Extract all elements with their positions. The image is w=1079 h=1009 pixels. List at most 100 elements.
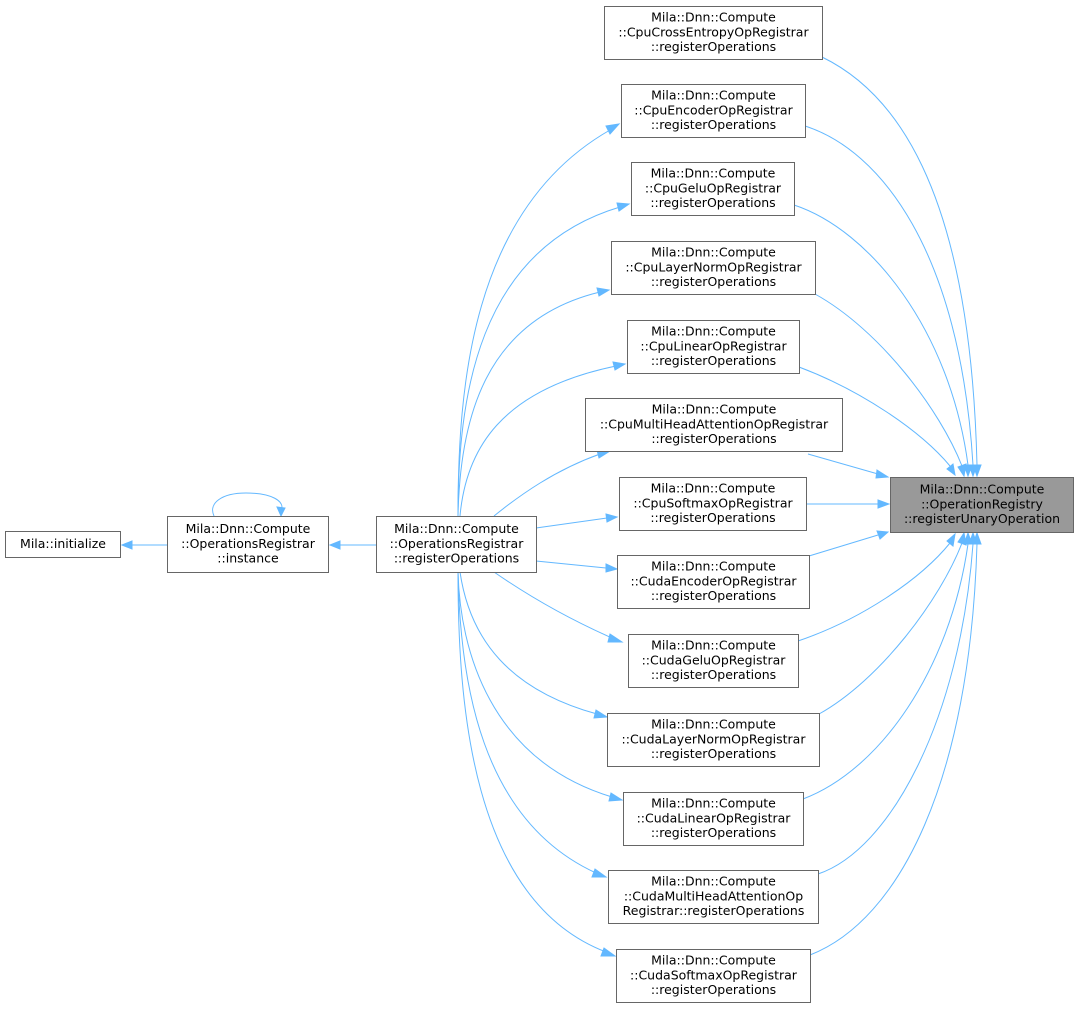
edge-line: [457, 571, 613, 798]
edge-line: [457, 571, 597, 874]
node-label-line: Mila::Dnn::Compute: [651, 10, 776, 25]
node-box: [376, 516, 537, 573]
edge-line: [804, 125, 974, 466]
edge-line: [493, 571, 613, 639]
edge-line: [807, 453, 879, 475]
node-label-line: ::registerOperations: [651, 274, 776, 289]
node-box: [608, 870, 819, 924]
node-label-line: ::CudaGeluOpRegistrar: [642, 652, 787, 667]
edge-cpu_enc-to-regops: [457, 123, 621, 517]
node-box: [621, 84, 806, 138]
node-label-line: ::registerOperations: [650, 510, 775, 525]
arrowhead-icon: [972, 531, 982, 545]
node-cpu_ce[interactable]: Mila::Dnn::Compute::CpuCrossEntropyOpReg…: [604, 6, 823, 60]
arrowhead-icon: [605, 563, 619, 573]
node-label-line: Mila::Dnn::Compute: [651, 481, 776, 496]
edge-target-to-cuda_sm: [809, 531, 982, 956]
node-label-line: ::registerOperations: [651, 667, 776, 682]
edge-cpu_sm-to-regops: [535, 513, 619, 529]
edge-cpu_gelu-to-regops: [457, 202, 631, 517]
edge-cuda_enc-to-regops: [535, 560, 619, 573]
node-cpu_gelu[interactable]: Mila::Dnn::Compute::CpuGeluOpRegistrar::…: [631, 162, 795, 216]
node-cpu_ln[interactable]: Mila::Dnn::Compute::CpuLayerNormOpRegist…: [611, 241, 816, 295]
node-label-line: ::CudaMultiHeadAttentionOp: [624, 888, 803, 903]
edge-line: [817, 543, 974, 875]
edge-cpu_ln-to-regops: [457, 287, 611, 517]
node-cuda_gelu[interactable]: Mila::Dnn::Compute::CudaGeluOpRegistrar:…: [628, 634, 799, 688]
edge-line: [798, 366, 951, 467]
edge-line: [797, 542, 951, 642]
arrowhead-icon: [946, 532, 956, 547]
arrowhead-icon: [276, 506, 286, 518]
node-label-line: ::registerOperations: [651, 588, 776, 603]
edge-line: [459, 571, 598, 715]
node-label-line: Mila::Dnn::Compute: [652, 402, 777, 417]
node-cuda_enc[interactable]: Mila::Dnn::Compute::CudaEncoderOpRegistr…: [617, 555, 810, 609]
arrowhead-icon: [608, 792, 624, 802]
node-box: [631, 162, 795, 216]
edge-line: [212, 492, 283, 517]
node-regops[interactable]: Mila::Dnn::Compute::OperationsRegistrar:…: [376, 516, 537, 573]
arrowhead-icon: [120, 540, 133, 550]
edge-target-to-cpu_mha: [807, 453, 890, 479]
node-label-line: Mila::Dnn::Compute: [651, 953, 776, 968]
node-label-line: ::registerOperations: [651, 117, 776, 132]
edge-target-to-cuda_ln: [818, 531, 967, 715]
edge-line: [814, 293, 963, 467]
node-initialize[interactable]: Mila::initialize: [5, 531, 121, 558]
node-label-line: ::registerOperations: [651, 825, 776, 840]
arrowhead-icon: [957, 463, 967, 478]
arrowhead-icon: [591, 868, 608, 878]
node-label-line: ::CudaSoftmaxOpRegistrar: [630, 967, 798, 982]
node-cpu_enc[interactable]: Mila::Dnn::Compute::CpuEncoderOpRegistra…: [621, 84, 806, 138]
node-box: [167, 516, 329, 573]
node-label-line: ::CpuSoftmaxOpRegistrar: [633, 495, 793, 510]
node-box: [623, 792, 804, 846]
arrowhead-icon: [607, 633, 624, 643]
node-label-line: ::CpuGeluOpRegistrar: [645, 180, 782, 195]
arrowhead-icon: [876, 530, 890, 540]
node-label-line: Mila::Dnn::Compute: [651, 638, 776, 653]
edge-line: [808, 534, 879, 557]
node-cpu_lin[interactable]: Mila::Dnn::Compute::CpuLinearOpRegistrar…: [627, 320, 800, 374]
node-label-line: ::CudaLinearOpRegistrar: [637, 810, 792, 825]
node-label-line: Mila::Dnn::Compute: [651, 796, 776, 811]
node-instance[interactable]: Mila::Dnn::Compute::OperationsRegistrar:…: [167, 516, 329, 573]
node-cuda_sm[interactable]: Mila::Dnn::Compute::CudaSoftmaxOpRegistr…: [616, 949, 811, 1003]
edge-line: [821, 56, 978, 466]
node-cuda_lin[interactable]: Mila::Dnn::Compute::CudaLinearOpRegistra…: [623, 792, 804, 846]
arrowhead-icon: [596, 287, 611, 297]
arrowhead-icon: [328, 540, 341, 550]
arrowhead-icon: [877, 499, 891, 509]
edge-line: [809, 543, 978, 956]
node-label-line: ::CpuLayerNormOpRegistrar: [625, 259, 802, 274]
node-label-line: Mila::Dnn::Compute: [920, 482, 1045, 497]
node-cpu_sm[interactable]: Mila::Dnn::Compute::CpuSoftmaxOpRegistra…: [619, 477, 807, 531]
node-cpu_mha[interactable]: Mila::Dnn::Compute::CpuMultiHeadAttentio…: [585, 398, 843, 452]
node-cuda_mha[interactable]: Mila::Dnn::Compute::CudaMultiHeadAttenti…: [608, 870, 819, 924]
node-label-line: ::OperationsRegistrar: [181, 536, 316, 551]
edge-line: [793, 204, 969, 466]
node-label-line: Mila::Dnn::Compute: [651, 324, 776, 339]
node-label-line: ::registerOperations: [651, 431, 776, 446]
edge-line: [493, 453, 601, 517]
node-label-line: Registrar::registerOperations: [623, 903, 805, 918]
arrowhead-icon: [946, 463, 956, 477]
edge-target-to-cpu_ce: [821, 56, 982, 478]
node-label-line: Mila::Dnn::Compute: [186, 521, 311, 536]
node-label-line: Mila::Dnn::Compute: [651, 559, 776, 574]
edge-cuda_ln-to-regops: [459, 571, 609, 719]
edge-line: [457, 291, 601, 517]
node-label-line: ::registerOperations: [650, 195, 775, 210]
node-box: [5, 531, 121, 558]
edge-cpu_lin-to-regops: [459, 361, 627, 517]
nodes-layer: Mila::initializeMila::Dnn::Compute::Oper…: [5, 6, 1074, 1003]
arrowhead-icon: [605, 513, 619, 523]
node-box: [604, 6, 823, 60]
node-cuda_ln[interactable]: Mila::Dnn::Compute::CudaLayerNormOpRegis…: [607, 713, 820, 767]
edge-line: [459, 365, 617, 517]
edge-target-to-cuda_gelu: [797, 532, 956, 642]
node-label-line: Mila::initialize: [20, 536, 106, 551]
node-target[interactable]: Mila::Dnn::Compute::OperationRegistry::r…: [890, 477, 1074, 533]
node-box: [585, 398, 843, 452]
